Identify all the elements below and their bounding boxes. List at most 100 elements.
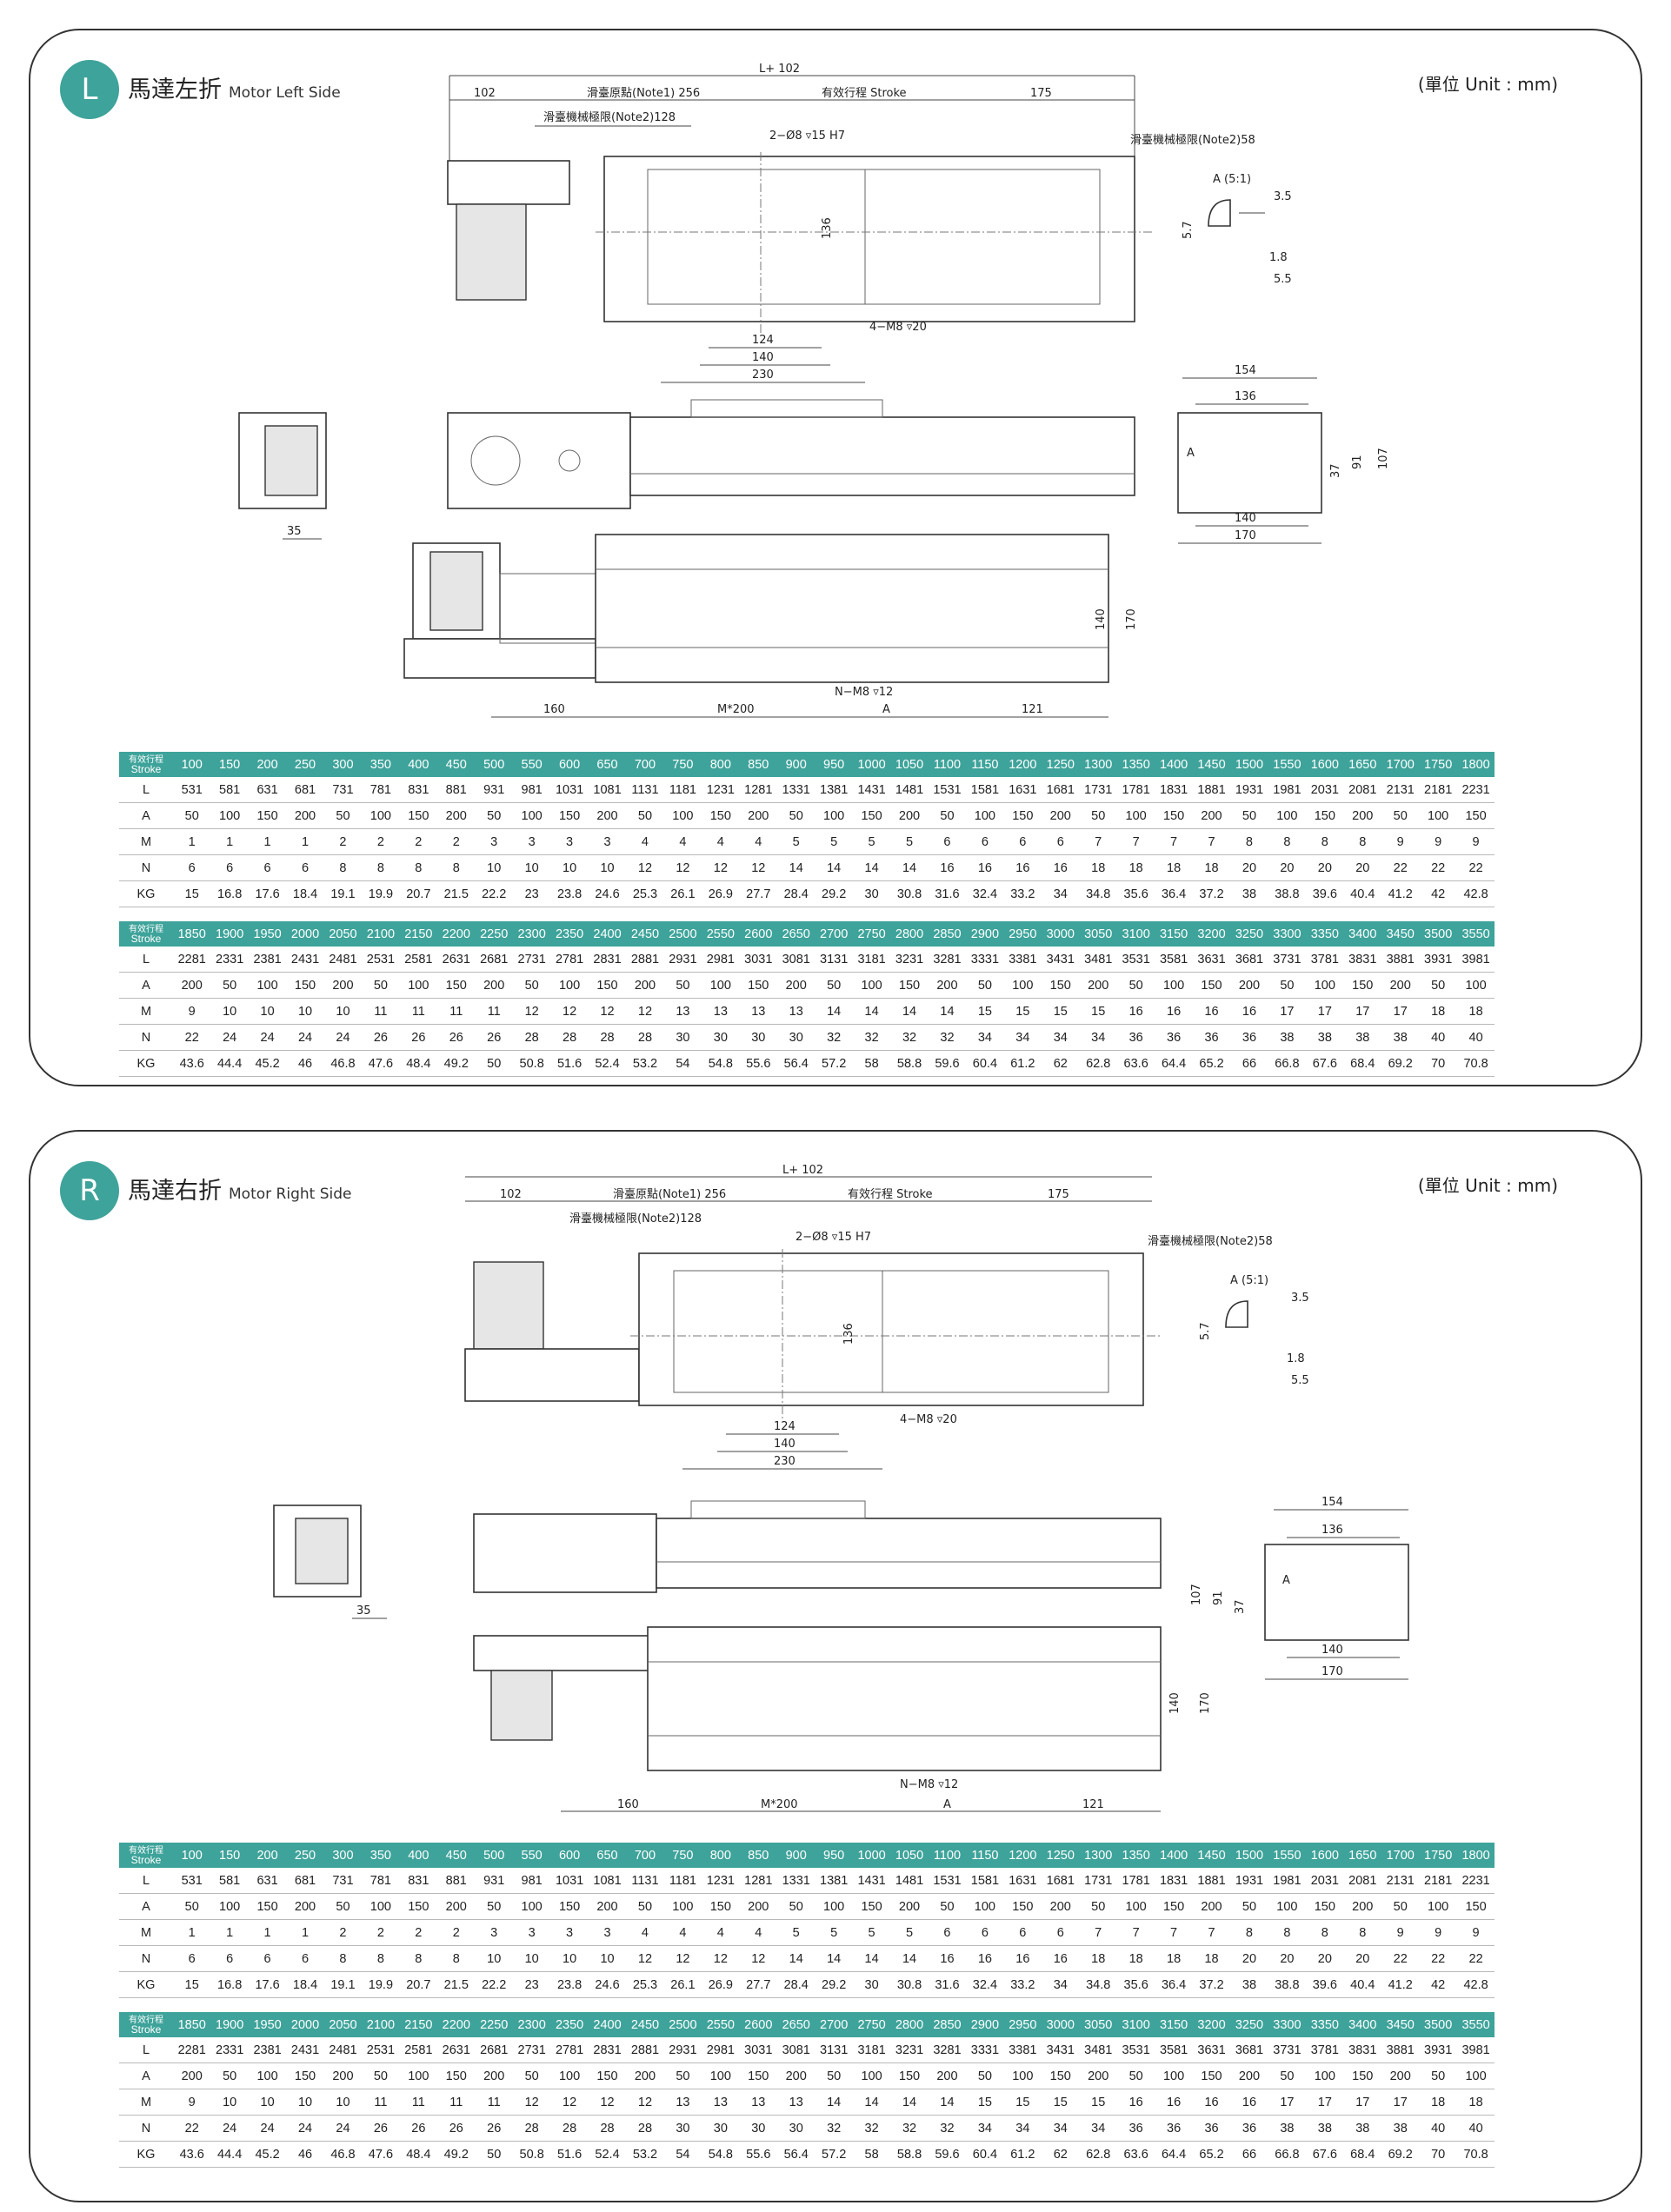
stroke-cell: 2100 xyxy=(362,921,400,947)
value-cell: 68.4 xyxy=(1343,1050,1381,1077)
value-cell: 3 xyxy=(475,828,513,855)
value-cell: 200 xyxy=(1230,2063,1268,2089)
stroke-cell: 2650 xyxy=(777,921,816,947)
value-cell: 5 xyxy=(890,1919,929,1946)
value-cell: 1631 xyxy=(1003,777,1042,803)
value-cell: 15 xyxy=(173,880,211,907)
value-cell: 16 xyxy=(966,854,1004,881)
stroke-cell: 2550 xyxy=(702,2012,740,2037)
stroke-cell: 900 xyxy=(777,752,816,777)
value-cell: 9 xyxy=(173,998,211,1025)
value-cell: 28.4 xyxy=(777,1971,816,1998)
value-cell: 200 xyxy=(286,802,324,829)
value-cell: 36.4 xyxy=(1155,880,1193,907)
value-cell: 200 xyxy=(626,2063,664,2089)
value-cell: 14 xyxy=(928,998,967,1025)
value-cell: 100 xyxy=(702,2063,740,2089)
value-cell: 46 xyxy=(286,2141,324,2168)
value-cell: 150 xyxy=(739,972,777,999)
value-cell: 12 xyxy=(626,2089,664,2116)
value-cell: 26 xyxy=(362,2115,400,2142)
value-cell: 41.2 xyxy=(1381,880,1420,907)
value-cell: 1681 xyxy=(1042,777,1080,803)
stroke-cell: 650 xyxy=(588,1843,627,1868)
value-cell: 100 xyxy=(550,2063,589,2089)
value-cell: 8 xyxy=(1306,828,1344,855)
value-cell: 12 xyxy=(663,1945,702,1972)
value-cell: 18 xyxy=(1155,1945,1193,1972)
unit-label: (單位 Unit : mm) xyxy=(1417,1175,1558,1196)
value-cell: 36 xyxy=(1116,2115,1155,2142)
value-cell: 10 xyxy=(323,998,363,1025)
value-cell: 50 xyxy=(1419,972,1457,999)
value-cell: 200 xyxy=(1079,972,1117,999)
dim-home: 滑臺原點(Note1) 256 xyxy=(613,1188,726,1201)
value-cell: 13 xyxy=(702,2089,740,2116)
value-cell: 3531 xyxy=(1116,947,1155,973)
value-cell: 1831 xyxy=(1155,777,1193,803)
value-cell: 66 xyxy=(1230,1050,1268,1077)
value-cell: 1931 xyxy=(1230,777,1268,803)
value-cell: 100 xyxy=(1456,972,1495,999)
value-cell: 100 xyxy=(362,1893,400,1920)
stroke-cell: 200 xyxy=(248,752,287,777)
stroke-cell: 2550 xyxy=(702,921,740,947)
value-cell: 18 xyxy=(1079,1945,1117,1972)
value-cell: 21.5 xyxy=(437,1971,476,1998)
dim-124: 124 xyxy=(774,1420,796,1433)
value-cell: 14 xyxy=(890,854,929,881)
value-cell: 5 xyxy=(777,828,816,855)
value-cell: 62 xyxy=(1042,1050,1080,1077)
value-cell: 3381 xyxy=(1003,2037,1042,2063)
stroke-label-en: Stroke xyxy=(130,2023,162,2036)
row-label: N xyxy=(119,1945,173,1972)
value-cell: 24 xyxy=(323,1024,363,1051)
value-cell: 8 xyxy=(1268,828,1307,855)
value-cell: 17 xyxy=(1306,2089,1344,2116)
stroke-cell: 2100 xyxy=(362,2012,400,2037)
row-label: A xyxy=(119,972,173,999)
value-cell: 28 xyxy=(588,2115,627,2142)
value-cell: 10 xyxy=(210,2089,249,2116)
stroke-cell: 350 xyxy=(362,752,400,777)
stroke-cell: 1900 xyxy=(210,921,249,947)
value-cell: 150 xyxy=(1003,1893,1042,1920)
value-cell: 28 xyxy=(550,2115,589,2142)
row-label: L xyxy=(119,777,173,803)
value-cell: 2131 xyxy=(1381,777,1420,803)
stroke-cell: 450 xyxy=(437,752,476,777)
value-cell: 14 xyxy=(852,854,891,881)
value-cell: 36 xyxy=(1155,1024,1193,1051)
value-cell: 18 xyxy=(1419,998,1457,1025)
value-cell: 20 xyxy=(1268,854,1307,881)
stroke-cell: 500 xyxy=(475,752,513,777)
value-cell: 15 xyxy=(1003,998,1042,1025)
dim-136: 136 xyxy=(842,1323,855,1345)
value-cell: 34.8 xyxy=(1079,1971,1117,1998)
value-cell: 8 xyxy=(437,1945,476,1972)
value-cell: 30 xyxy=(852,1971,891,1998)
value-cell: 39.6 xyxy=(1306,880,1344,907)
value-cell: 25.3 xyxy=(626,1971,664,1998)
value-cell: 100 xyxy=(663,1893,702,1920)
value-cell: 37.2 xyxy=(1192,1971,1231,1998)
value-cell: 23 xyxy=(512,880,551,907)
value-cell: 1181 xyxy=(663,1868,702,1894)
value-cell: 2581 xyxy=(399,2037,438,2063)
value-cell: 16 xyxy=(1230,2089,1268,2116)
value-cell: 18 xyxy=(1419,2089,1457,2116)
value-cell: 36 xyxy=(1230,1024,1268,1051)
value-cell: 10 xyxy=(248,2089,287,2116)
value-cell: 5 xyxy=(777,1919,816,1946)
value-cell: 54 xyxy=(663,1050,702,1077)
value-cell: 1631 xyxy=(1003,1868,1042,1894)
value-cell: 1281 xyxy=(739,777,777,803)
